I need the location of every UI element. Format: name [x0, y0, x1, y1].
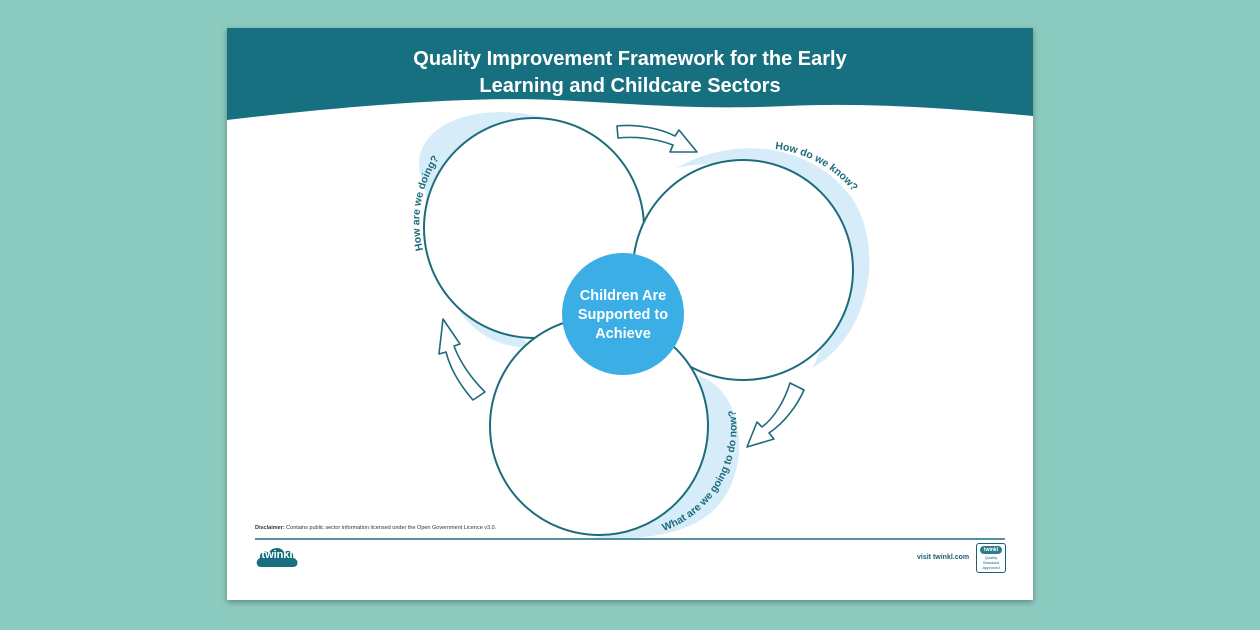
logo-text: twinkl	[261, 549, 293, 561]
badge-line-2: Approved	[982, 565, 1000, 570]
logo-cloud-icon	[256, 547, 298, 567]
visit-link[interactable]: visit twinkl.com	[917, 554, 970, 561]
quality-badge: twinkl Quality Standard Approved	[976, 543, 1006, 573]
disclaimer: Disclaimer: Contains public sector infor…	[255, 525, 496, 531]
badge-line-1: Quality Standard	[982, 555, 1000, 565]
disclaimer-label: Disclaimer:	[255, 525, 285, 531]
title-line-1: Quality Improvement Framework for the Ea…	[413, 48, 847, 70]
page-title: Quality Improvement Framework for the Ea…	[227, 46, 1033, 100]
header-band	[227, 28, 1033, 120]
center-line-1: Children Are	[579, 287, 667, 304]
arrow-top	[616, 124, 698, 153]
title-line-2: Learning and Childcare Sectors	[479, 75, 781, 97]
center-line-3: Achieve	[595, 325, 651, 342]
arrow-left	[438, 318, 486, 401]
center-circle	[562, 253, 684, 375]
worksheet-page: How are we doing? How do we know? What a…	[227, 28, 1033, 600]
diagram-artwork: How are we doing? How do we know? What a…	[227, 28, 1033, 540]
twinkl-logo[interactable]: twinkl	[255, 543, 299, 570]
center-label: Children Are Supported to Achieve	[562, 255, 684, 375]
disclaimer-text: Contains public sector information licen…	[284, 525, 497, 531]
center-line-2: Supported to	[577, 306, 669, 323]
arrow-right	[746, 382, 805, 448]
badge-title: twinkl	[980, 546, 1002, 554]
